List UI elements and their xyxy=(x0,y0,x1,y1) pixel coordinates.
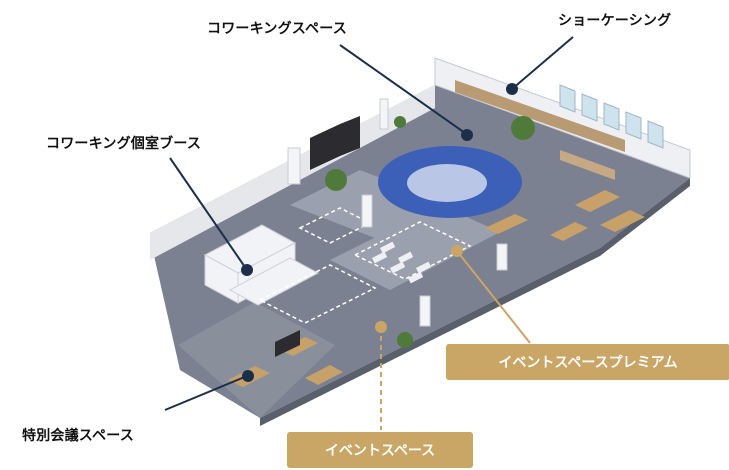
floor-lower-wing xyxy=(178,302,335,418)
label-event-space-premium: イベントスペースプレミアム xyxy=(446,344,729,380)
aisle-zone xyxy=(330,205,500,290)
gold-dots xyxy=(375,245,463,333)
private-booths xyxy=(203,224,320,306)
label-special-meeting-space: 特別会議スペース xyxy=(22,428,134,444)
event-desks xyxy=(372,241,432,284)
plants xyxy=(325,116,535,348)
label-event-space: イベントスペース xyxy=(287,432,473,468)
leader-lines xyxy=(164,36,574,411)
label-coworking-private-booth: コワーキング個室ブース xyxy=(46,136,202,152)
label-coworking-space: コワーキングスペース xyxy=(207,21,347,37)
floor-slab-edge xyxy=(260,178,690,426)
lounge-rug-inner xyxy=(407,164,487,202)
gold-leaders xyxy=(380,250,531,430)
columns xyxy=(287,98,508,327)
wooden-tables xyxy=(228,190,645,387)
leader-dots xyxy=(241,83,518,382)
lockers xyxy=(275,116,360,357)
showcase-windows xyxy=(559,84,664,149)
label-showcasing: ショーケーシング xyxy=(558,13,672,29)
showcase-counters xyxy=(455,80,625,180)
